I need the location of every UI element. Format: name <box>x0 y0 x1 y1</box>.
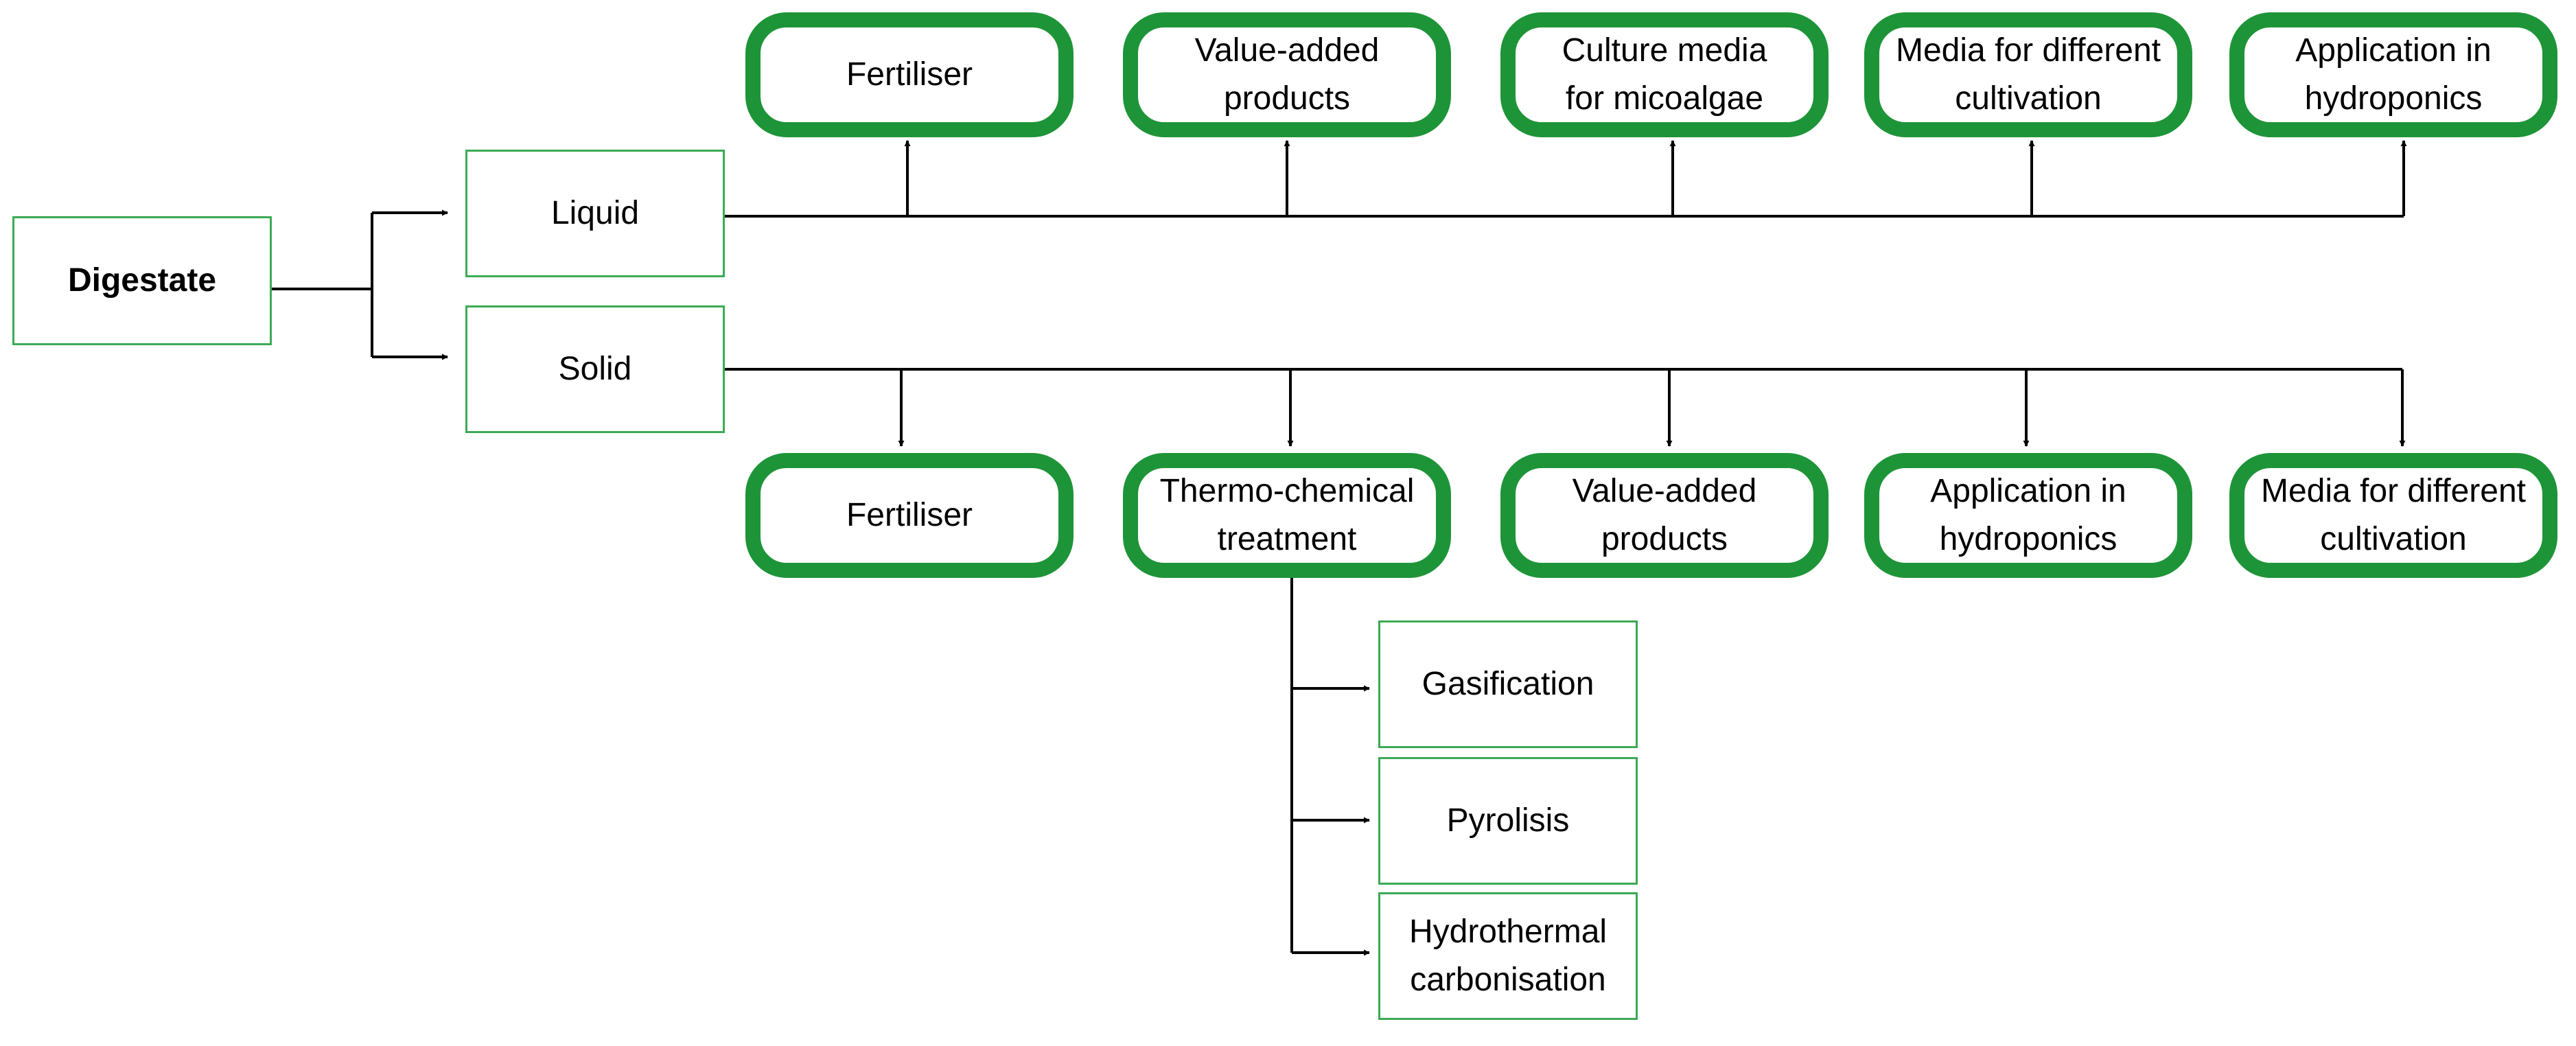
solid-label: Solid <box>558 351 632 387</box>
liquid-label: Liquid <box>550 195 640 231</box>
solid-output-fertiliser: Fertiliser <box>745 453 1074 578</box>
method-gasification: Gasification <box>1378 620 1638 748</box>
digestate-label: Digestate <box>67 262 217 299</box>
solid-box: Solid <box>465 305 725 433</box>
method-pyrolisis: Pyrolisis <box>1378 757 1638 885</box>
liquid-box: Liquid <box>465 150 725 277</box>
digestate-box: Digestate <box>12 216 272 345</box>
liquid-output-fertiliser: Fertiliser <box>745 12 1074 137</box>
